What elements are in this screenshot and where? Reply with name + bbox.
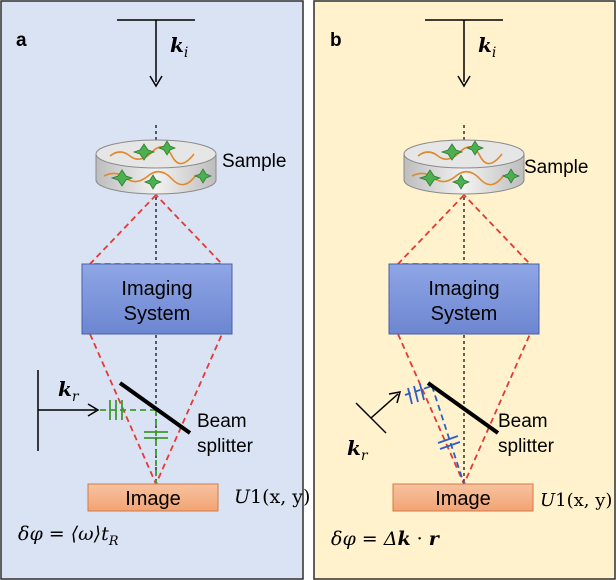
imaging-system-line1: Imaging [428, 278, 499, 300]
imaging-system-box [388, 263, 540, 335]
imaging-system-box [81, 263, 233, 335]
reference-arrow [370, 393, 399, 419]
sample-dish [95, 139, 217, 195]
beam-splitter-line1: Beam [498, 411, 548, 432]
reference-arrowhead [87, 403, 100, 417]
sample-label: Sample [524, 157, 588, 178]
image-plane-box [87, 483, 219, 512]
sample-label: Sample [222, 151, 286, 172]
field-label: U1(x, y) [234, 486, 310, 508]
field-label: U1(x, y) [540, 490, 612, 511]
image-plane-box [392, 483, 534, 512]
image-label: Image [435, 488, 491, 510]
beam-splitter [118, 381, 192, 435]
phase-equation: δφ = ⟨ω⟩tR [18, 523, 119, 549]
k-reference-label: kr [347, 436, 369, 464]
reference-beam-path [100, 400, 168, 484]
k-incident-label: ki [478, 33, 496, 61]
phase-equation: δφ = Δk · r [331, 528, 441, 550]
beam-splitter-line1: Beam [197, 411, 247, 432]
beam-splitter-line2: splitter [197, 436, 254, 457]
imaging-system-line2: System [124, 303, 191, 325]
panel-b: b ki Sample Imaging System [313, 0, 616, 580]
k-reference-label: kr [58, 377, 80, 405]
imaging-system-line2: System [431, 303, 498, 325]
image-label: Image [125, 488, 181, 510]
beam-splitter [426, 381, 500, 435]
beam-splitter-line2: splitter [498, 436, 555, 457]
reference-arrowhead [388, 391, 402, 404]
panel-b-label: b [330, 30, 342, 51]
panel-a: a ki Sample Imaging System [0, 0, 310, 580]
k-incident-label: ki [170, 33, 188, 61]
reference-beam-path [404, 383, 465, 485]
incident-arrowhead [457, 75, 471, 88]
panel-a-label: a [16, 30, 27, 51]
imaging-system-line1: Imaging [121, 278, 192, 300]
incident-arrowhead [149, 75, 163, 88]
sample-dish [403, 139, 525, 195]
